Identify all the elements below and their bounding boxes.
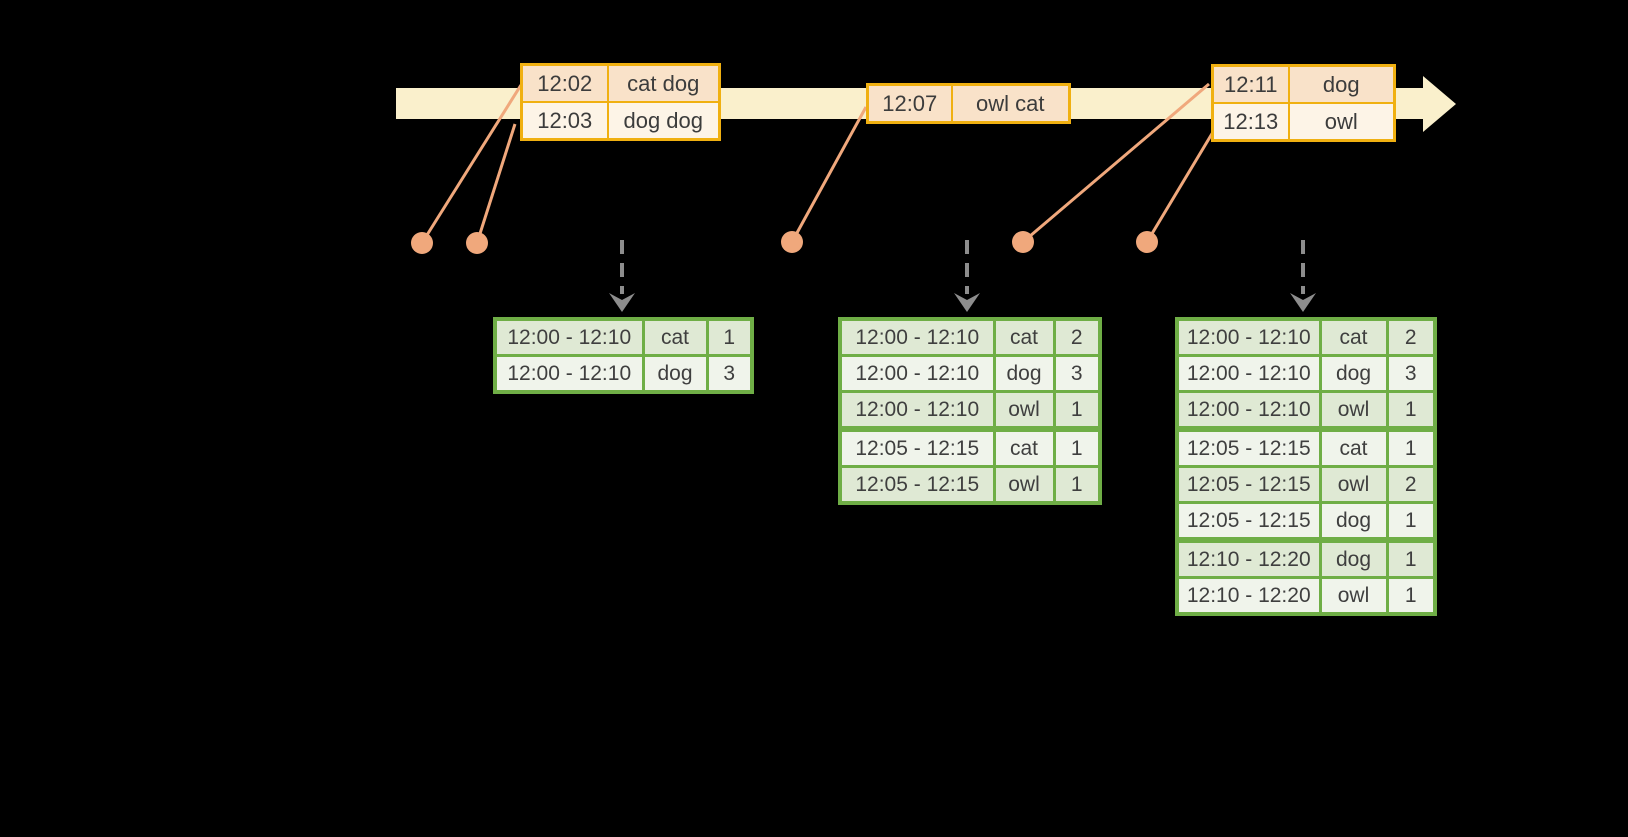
event-dot-icon [1136,231,1158,253]
table-cell: 12:05 - 12:15 [838,427,996,468]
connector-line [420,84,523,244]
trigger-arrows [609,240,1316,312]
connector-line [1145,126,1218,243]
event-connector-lines [420,82,1218,244]
table-cell: dog [1287,64,1396,104]
table-cell: 1 [1385,501,1437,543]
arrow-down-icon [954,293,980,312]
event-time-axis-arrowhead-icon [1423,76,1456,132]
table-cell: 12:00 - 12:10 [838,317,996,357]
table-cell: 2 [1385,317,1437,357]
table-cell: 12:00 - 12:10 [838,390,996,432]
table-cell: cat [992,427,1056,468]
table-cell: dog [1318,538,1389,579]
table-cell: 12:00 - 12:10 [1175,390,1322,432]
table-cell: owl cat [950,83,1071,124]
table-cell: cat [992,317,1056,357]
table-cell: 12:10 - 12:20 [1175,538,1322,579]
connector-line [790,106,868,243]
table-cell: 12:00 - 12:10 [1175,354,1322,393]
table-cell: 1 [1385,576,1437,616]
table-cell: 1 [1052,465,1102,505]
table-cell: 12:00 - 12:10 [838,354,996,393]
table-cell: owl [1318,390,1389,432]
table-cell: owl [1318,465,1389,504]
table-cell: 1 [705,317,754,357]
table-cell: 12:02 [520,63,609,103]
table-cell: owl [1318,576,1389,616]
table-cell: cat dog [606,63,721,103]
table-cell: 1 [1385,427,1437,468]
event-dots [411,231,1158,254]
table-cell: 12:13 [1211,102,1290,142]
table-cell: owl [992,390,1056,432]
table-cell: 12:05 - 12:15 [1175,501,1322,543]
table-cell: 12:07 [866,83,953,124]
table-cell: dog [641,354,709,394]
table-cell: 12:00 - 12:10 [493,317,645,357]
table-cell: 1 [1052,427,1102,468]
event-dot-icon [411,232,433,254]
table-cell: 12:05 - 12:15 [1175,465,1322,504]
table-cell: 1 [1052,390,1102,432]
connector-line [1022,82,1210,244]
table-cell: 3 [1385,354,1437,393]
event-dot-icon [1012,231,1034,253]
table-cell: 2 [1385,465,1437,504]
arrow-down-icon [1290,293,1316,312]
event-dot-icon [466,232,488,254]
table-cell: dog [1318,354,1389,393]
table-cell: 3 [705,354,754,394]
table-cell: cat [1318,317,1389,357]
table-cell: 3 [1052,354,1102,393]
table-cell: dog dog [606,101,721,141]
connector-line [475,123,517,244]
table-cell: owl [1287,102,1396,142]
table-cell: cat [1318,427,1389,468]
table-cell: 1 [1385,538,1437,579]
table-cell: dog [992,354,1056,393]
table-cell: 12:00 - 12:10 [1175,317,1322,357]
table-cell: dog [1318,501,1389,543]
table-cell: 1 [1385,390,1437,432]
table-cell: 12:03 [520,101,609,141]
arrow-down-icon [609,293,635,312]
table-cell: 12:05 - 12:15 [1175,427,1322,468]
table-cell: 2 [1052,317,1102,357]
table-cell: cat [641,317,709,357]
event-dot-icon [781,231,803,253]
table-cell: owl [992,465,1056,505]
table-cell: 12:10 - 12:20 [1175,576,1322,616]
table-cell: 12:11 [1211,64,1290,104]
table-cell: 12:05 - 12:15 [838,465,996,505]
table-cell: 12:00 - 12:10 [493,354,645,394]
